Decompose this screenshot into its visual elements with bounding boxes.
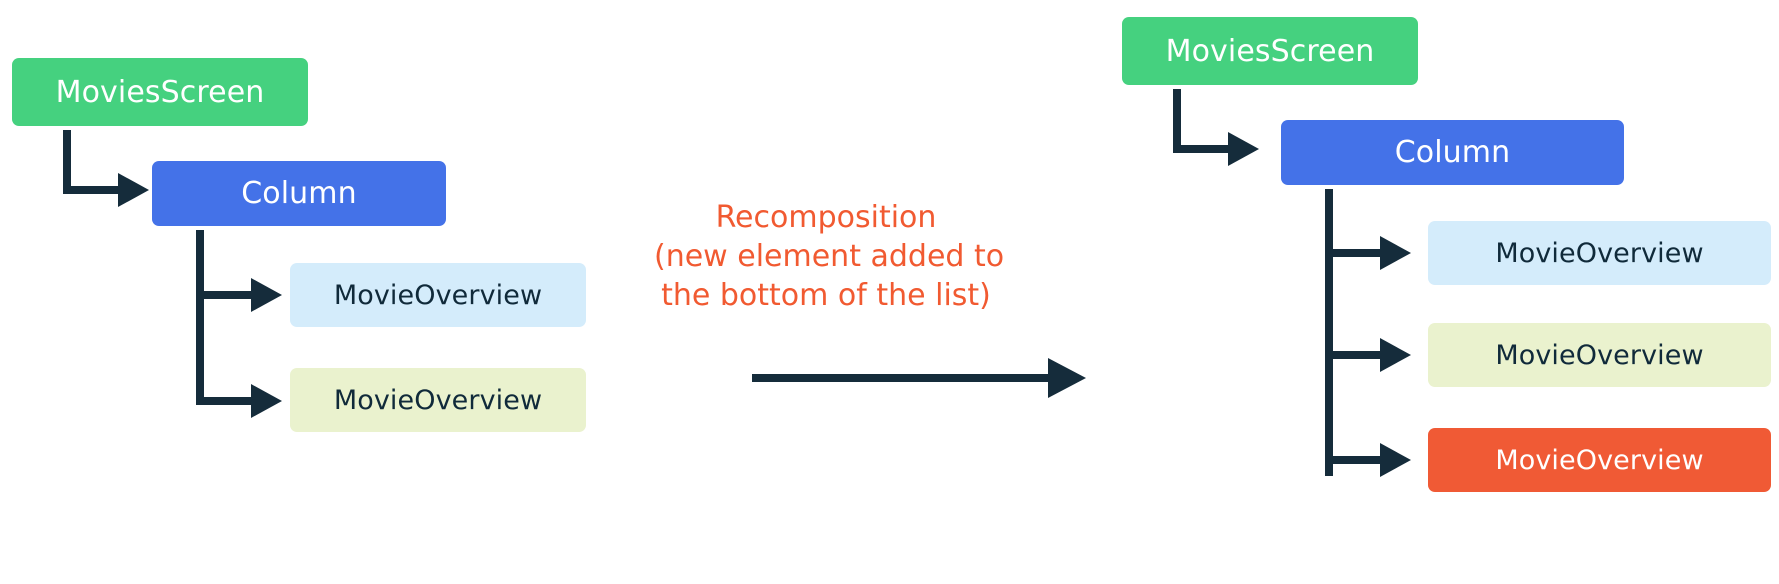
after-node-column[interactable]: Column [1281, 120, 1624, 185]
transition-caption-line-1: Recomposition [715, 200, 937, 235]
after-edge-root-to-column-arrow-icon [1228, 132, 1259, 166]
before-edge-root-to-column-arrow-icon [118, 173, 149, 207]
after-edge-root-to-column-horizontal [1173, 145, 1233, 153]
before-edge-child1-horizontal [196, 291, 256, 299]
after-node-movie-overview-1-label: MovieOverview [1495, 237, 1704, 269]
after-edge-child2-arrow-icon [1380, 338, 1411, 372]
before-node-movie-overview-2[interactable]: MovieOverview [290, 368, 586, 432]
after-edge-column-trunk [1325, 189, 1333, 476]
before-edge-root-to-column-horizontal [63, 186, 123, 194]
before-edge-root-to-column-vertical [63, 130, 71, 194]
after-node-movies-screen[interactable]: MoviesScreen [1122, 17, 1418, 85]
transition-caption-line-3: the bottom of the list) [661, 278, 991, 313]
before-node-column[interactable]: Column [152, 161, 446, 226]
before-edge-child2-arrow-icon [251, 384, 282, 418]
before-node-column-label: Column [241, 176, 357, 211]
transition-caption-line-2: (new element added to [654, 239, 1005, 274]
after-edge-root-to-column-vertical [1173, 89, 1181, 153]
after-edge-child1-horizontal [1325, 249, 1385, 257]
before-node-movies-screen[interactable]: MoviesScreen [12, 58, 308, 126]
after-edge-child2-horizontal [1325, 351, 1385, 359]
before-node-movie-overview-1[interactable]: MovieOverview [290, 263, 586, 327]
before-edge-child1-arrow-icon [251, 278, 282, 312]
before-node-movies-screen-label: MoviesScreen [55, 74, 265, 110]
after-edge-child3-horizontal [1325, 456, 1385, 464]
after-node-movies-screen-label: MoviesScreen [1165, 33, 1375, 69]
after-node-movie-overview-3-new[interactable]: MovieOverview [1428, 428, 1771, 492]
after-node-movie-overview-3-new-label: MovieOverview [1495, 444, 1704, 476]
before-node-movie-overview-1-label: MovieOverview [333, 279, 543, 311]
after-edge-child1-arrow-icon [1380, 236, 1411, 270]
transition-right-arrow-icon [1048, 358, 1086, 398]
after-node-movie-overview-2-label: MovieOverview [1495, 339, 1704, 371]
before-edge-column-trunk [196, 230, 204, 405]
after-node-column-label: Column [1394, 135, 1511, 170]
transition-caption: Recomposition (new element added to the … [654, 198, 1005, 315]
transition-arrow-shaft [752, 374, 1052, 382]
after-node-movie-overview-1[interactable]: MovieOverview [1428, 221, 1771, 285]
before-node-movie-overview-2-label: MovieOverview [333, 384, 543, 416]
after-edge-child3-arrow-icon [1380, 443, 1411, 477]
before-edge-child2-horizontal [196, 397, 256, 405]
after-node-movie-overview-2[interactable]: MovieOverview [1428, 323, 1771, 387]
